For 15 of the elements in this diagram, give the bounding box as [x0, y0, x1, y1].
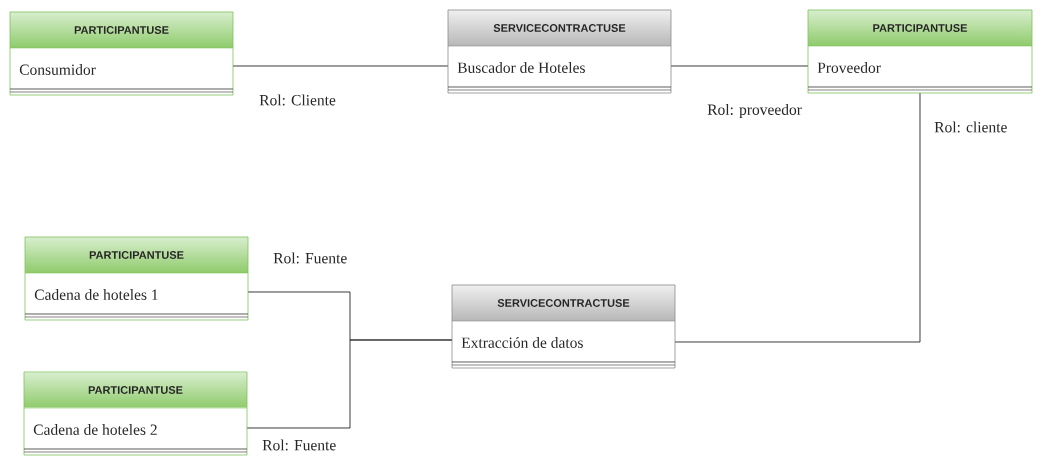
- class-box: PARTICIPANTUSE Proveedor: [807, 9, 1033, 94]
- edge-label: Rol: proveedor: [706, 102, 803, 119]
- connector-line: [232, 65, 449, 67]
- connector-line: [246, 339, 453, 429]
- class-box: PARTICIPANTUSE Consumidor: [9, 11, 234, 96]
- connector-line: [674, 92, 921, 343]
- edge-label: Rol: Fuente: [261, 438, 338, 452]
- class-box: SERVICECONTRACTUSE Buscador de Hoteles: [447, 9, 672, 94]
- edge-label: Rol: cliente: [933, 120, 1009, 134]
- edge-label: Rol: Fuente: [272, 251, 349, 265]
- class-box: PARTICIPANTUSE Cadena de hoteles 1: [24, 236, 249, 321]
- class-box: SERVICECONTRACTUSE Extracción de datos: [451, 284, 676, 369]
- class-box: PARTICIPANTUSE Cadena de hoteles 2: [23, 371, 248, 456]
- edge-label: Rol: Cliente: [258, 93, 337, 107]
- connector-line: [670, 65, 809, 67]
